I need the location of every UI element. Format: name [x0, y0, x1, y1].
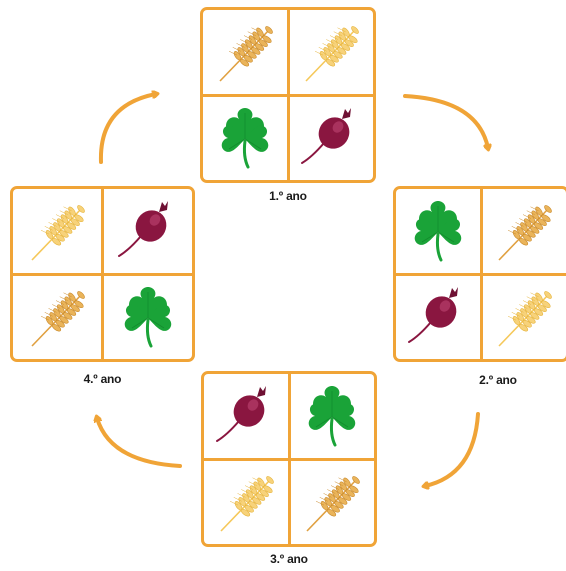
year-1-grid: [200, 7, 376, 183]
wheat-icon: [24, 284, 90, 350]
year-1-cell-1: [203, 10, 287, 94]
wheat-icon: [212, 19, 278, 85]
year-3-cell-2: [290, 374, 374, 458]
beet-icon: [298, 105, 364, 171]
year-3-grid: [201, 371, 377, 547]
arrow-4-to-1: [98, 94, 156, 164]
beet-icon: [115, 198, 181, 264]
arrow-3-to-4: [97, 418, 182, 468]
arrow-2-to-3: [425, 412, 480, 486]
year-4-grid: [10, 186, 195, 362]
year-1-cell-3: [203, 96, 287, 180]
wheat-icon: [491, 198, 557, 264]
beet-icon: [405, 284, 471, 350]
year-1-cell-2: [289, 10, 373, 94]
year-1-label: 1.º ano: [269, 189, 307, 203]
year-3-cell-1: [204, 374, 288, 458]
wheat-icon: [299, 469, 365, 535]
year-4-cell-2: [104, 189, 192, 273]
wheat-icon: [213, 469, 279, 535]
year-2-cell-3: [396, 275, 480, 359]
wheat-icon: [24, 198, 90, 264]
clover-icon: [405, 198, 471, 264]
clover-icon: [299, 383, 365, 449]
year-1-cell-4: [289, 96, 373, 180]
wheat-icon: [491, 284, 557, 350]
year-2-grid: [393, 186, 566, 362]
year-4-cell-1: [13, 189, 101, 273]
year-4-label: 4.º ano: [83, 372, 122, 386]
wheat-icon: [298, 19, 364, 85]
year-4-cell-4: [104, 275, 192, 359]
year-4-cell-3: [13, 275, 101, 359]
year-2-cell-1: [396, 189, 480, 273]
year-3-cell-4: [290, 460, 374, 544]
clover-icon: [212, 105, 278, 171]
arrow-1-to-2: [403, 94, 488, 148]
year-3-label: 3.º ano: [270, 552, 308, 566]
year-3-cell-3: [204, 460, 288, 544]
year-2-label: 2.º ano: [479, 373, 517, 387]
year-2-cell-4: [482, 275, 566, 359]
year-2-cell-2: [482, 189, 566, 273]
beet-icon: [213, 383, 279, 449]
clover-icon: [115, 284, 181, 350]
